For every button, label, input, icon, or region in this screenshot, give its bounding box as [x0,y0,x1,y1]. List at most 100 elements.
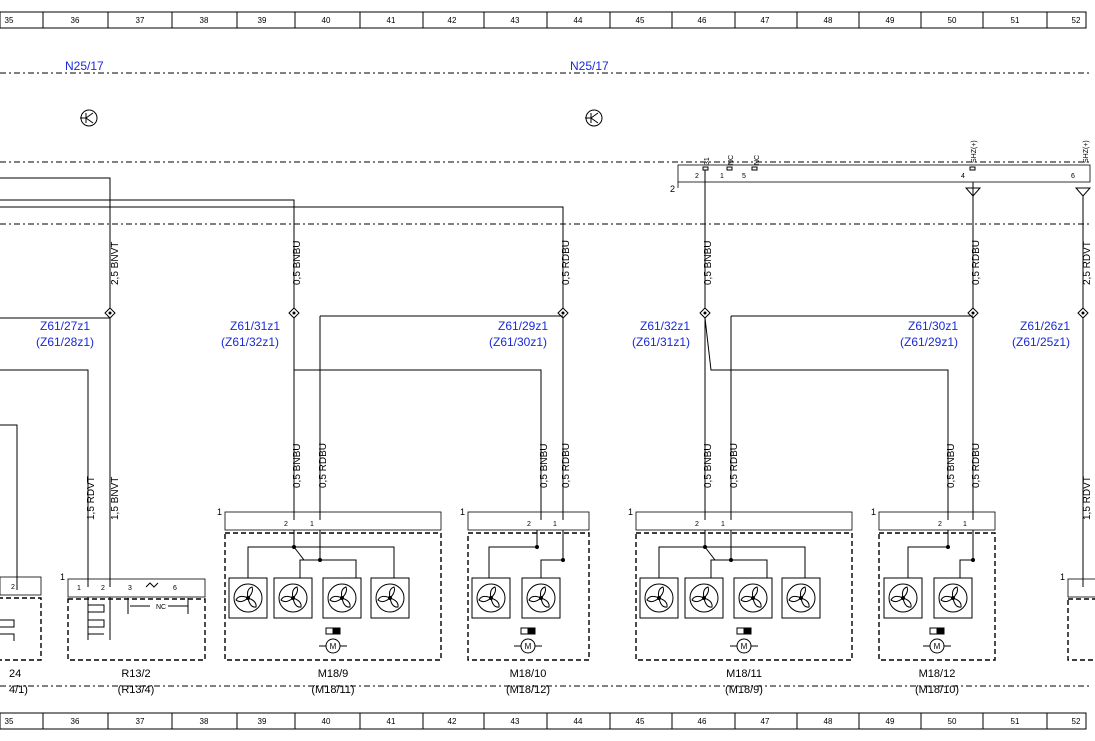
component-pin-1: 1 [963,521,967,528]
component-name: M18/9 [318,668,349,680]
component-alt-name: (M18/12) [506,684,550,696]
component-r13-2: 1 1 2 3 6 NC R13/2 (R13/4) [60,572,206,696]
wire-label-lower-3: 0,5 BNBU [292,444,303,488]
ruler-label-52: 52 [1072,16,1081,25]
resistor-name: R13/2 [121,668,150,680]
top-pin-1: 1 [720,173,724,180]
ruler-bottom-37: 37 [136,717,145,726]
top-pin-label-shz-1: SHZ(+) [971,140,978,163]
component-name: M18/12 [919,668,956,680]
component-pin-1: 1 [553,521,557,528]
splice-label: Z61/31z1 [230,319,280,333]
transistor-icon-left [80,109,98,127]
lower-wire-labels: 1,5 RDVT 1,5 BNVT 0,5 BNBU 0,5 RDBU 0,5 … [86,443,1093,520]
resistor-pin-2: 2 [101,585,105,592]
component-name: M18/11 [726,668,762,680]
fan-icon [684,577,724,619]
wire-label-upper-6: 2,5 RDVT [1082,241,1093,285]
component-m18-12: 1 2 1 M18/12 (M18/10) [871,507,996,696]
ruler-label-51: 51 [1011,16,1020,25]
component-pin-2: 2 [284,521,288,528]
bus-lines [0,161,1090,313]
ruler-bottom-46: 46 [698,717,707,726]
splice-z61-30z1: Z61/30z1 (Z61/29z1) [900,307,979,349]
ruler-bottom-51: 51 [1011,717,1020,726]
transistor-icon-right [585,109,603,127]
fan-icon [471,577,511,619]
splice-label: Z61/30z1 [908,319,958,333]
resistor-pin-6: 6 [173,585,177,592]
component-box-num: 1 [460,507,465,517]
resistor-pin-3: 3 [128,585,132,592]
ruler-bottom-52: 52 [1072,717,1081,726]
splices: Z61/27z1 (Z61/28z1) Z61/31z1 (Z61/32z1) … [36,307,1089,349]
n25-label-right: N25/17 [570,59,609,73]
component-pin-2: 2 [938,521,942,528]
motor-icon: M [514,627,542,654]
resistor-alt-name: (R13/4) [118,684,155,696]
left-partial-name: 24 [9,668,21,680]
splice-z61-26z1: Z61/26z1 (Z61/25z1) [1012,307,1089,349]
motor-icon: M [730,627,758,654]
component-box-num: 1 [871,507,876,517]
component-m18-9: 1 2 1 M18/9 (M18/11) [217,507,442,696]
component-pin-2: 2 [527,521,531,528]
ruler-label-49: 49 [886,16,895,25]
motor-letter: M [525,642,532,651]
component-alt-name: (M18/10) [915,684,959,696]
component-pin-1: 1 [310,521,314,528]
ruler-label-37: 37 [136,16,145,25]
top-pin-label-nc-1: NC [728,155,735,165]
wire-label-lower-8: 0,5 RDBU [729,443,740,488]
splice-z61-31z1: Z61/31z1 (Z61/32z1) [221,307,300,349]
wire-label-lower-10: 0,5 RDBU [971,443,982,488]
ruler-bottom-48: 48 [824,717,833,726]
wire-label-upper-2: 0,5 BNBU [292,241,303,285]
component-alt-name: (M18/9) [725,684,763,696]
component-m18-10: 1 2 1 M18/10 (M18/12) [460,507,590,696]
ruler-bottom-42: 42 [448,717,457,726]
bottom-ruler: 35 36 37 38 39 40 41 42 43 44 45 46 47 4… [0,712,1087,730]
splice-label: Z61/29z1 [498,319,548,333]
ruler-label-39: 39 [258,16,267,25]
splice-alt-label: (Z61/29z1) [900,335,958,349]
fan-icon [883,577,923,619]
top-pin-label-shz-2: SHZ(+) [1083,140,1090,163]
left-partial-pin: 2 [11,584,15,591]
splice-alt-label: (Z61/31z1) [632,335,690,349]
ruler-label-46: 46 [698,16,707,25]
ruler-label-36: 36 [71,16,80,25]
motor-letter: M [330,642,337,651]
wire-label-lower-5: 0,5 BNBU [539,444,550,488]
component-box-num: 1 [217,507,222,517]
top-pin-5: 5 [742,173,746,180]
ruler-bottom-39: 39 [258,717,267,726]
resistor-box-num: 1 [60,572,65,582]
ruler-bottom-40: 40 [322,717,331,726]
splice-alt-label: (Z61/30z1) [489,335,547,349]
ruler-label-41: 41 [387,16,396,25]
wire-label-lower-11: 1,5 RDVT [1082,476,1093,520]
top-pin-2: 2 [695,173,699,180]
ruler-label-45: 45 [636,16,645,25]
top-pin-label-31: 31 [704,157,711,165]
ruler-bottom-36: 36 [71,717,80,726]
top-pin-4: 4 [961,173,965,180]
wire-label-upper-4: 0,5 BNBU [703,241,714,285]
wire-label-lower-9: 0,5 BNBU [946,444,957,488]
wire-label-lower-2: 1,5 BNVT [110,477,121,520]
ruler-bottom-38: 38 [200,717,209,726]
splice-z61-29z1: Z61/29z1 (Z61/30z1) [489,307,569,349]
wire-label-lower-4: 0,5 RDBU [318,443,329,488]
fan-icon [933,577,973,619]
fan-icon [228,577,268,619]
wire-label-upper-3: 0,5 RDBU [561,240,572,285]
top-pin-label-nc-2: NC [754,155,761,165]
ruler-bottom-44: 44 [574,717,583,726]
ruler-label-50: 50 [948,16,957,25]
resistor-nc-label: NC [156,604,166,611]
fan-icon [639,577,679,619]
ruler-bottom-45: 45 [636,717,645,726]
components: 1 2 1 M18/9 (M18/11) 1 2 1 [217,507,996,696]
splice-z61-32z1: Z61/32z1 (Z61/31z1) [632,307,711,349]
